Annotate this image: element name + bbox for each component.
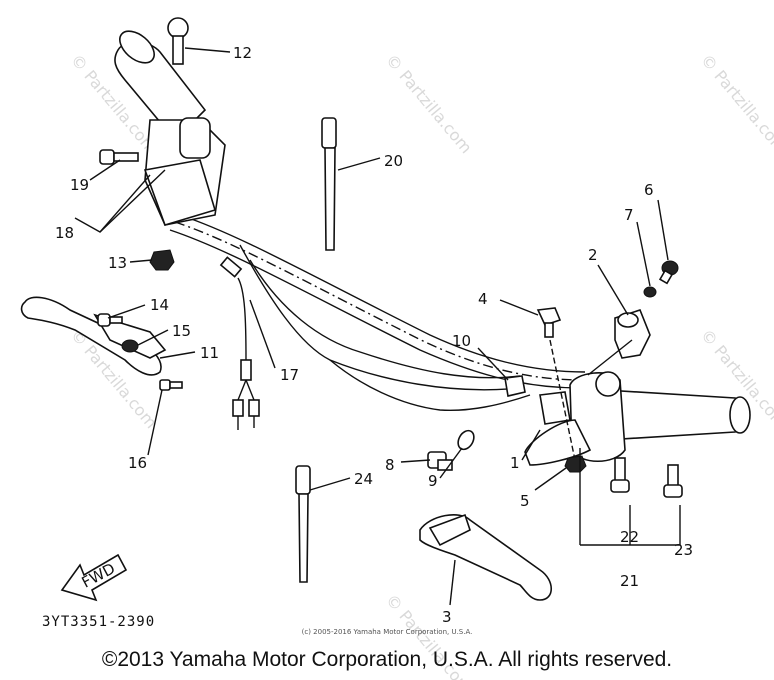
- callout-23: 23: [674, 541, 693, 559]
- main-copyright: ©2013 Yamaha Motor Corporation, U.S.A. A…: [101, 648, 673, 671]
- callout-4: 4: [478, 290, 488, 308]
- callout-8: 8: [385, 456, 395, 474]
- washer-part-9: [457, 429, 475, 451]
- nut-part-15: [121, 339, 139, 353]
- grommet-part-10: [504, 375, 526, 397]
- left-switch-housing: [143, 117, 226, 226]
- screw-part-23: [663, 464, 683, 498]
- callout-16: 16: [128, 454, 147, 472]
- bracket-part-1: [524, 391, 592, 466]
- watermark: © Partzilla.com: [382, 50, 476, 157]
- holder-part-2: [614, 309, 651, 359]
- callout-5: 5: [520, 492, 530, 510]
- bolt-part-4: [536, 307, 576, 461]
- callout-3: 3: [442, 608, 452, 626]
- callout-9: 9: [428, 472, 438, 490]
- left-grip: [114, 30, 207, 142]
- right-grip: [604, 389, 751, 441]
- callout-6: 6: [644, 181, 654, 199]
- nut-part-13: [149, 249, 175, 271]
- callout-10: 10: [452, 332, 471, 350]
- bolt-part-14: [97, 313, 123, 327]
- callout-18: 18: [55, 224, 74, 242]
- wire-lead-part-17: [219, 256, 260, 430]
- callout-20: 20: [384, 152, 403, 170]
- callout-7: 7: [624, 206, 634, 224]
- cable-tie-part-20: [321, 117, 337, 251]
- screw-part-19: [99, 149, 139, 165]
- callout-24: 24: [354, 470, 373, 488]
- washer-part-7: [643, 286, 657, 298]
- callout-14: 14: [150, 296, 169, 314]
- callout-2: 2: [588, 246, 598, 264]
- callout-13: 13: [108, 254, 127, 272]
- screw-part-12: [167, 17, 189, 65]
- callout-12: 12: [233, 44, 252, 62]
- callout-1: 1: [510, 454, 520, 472]
- screw-part-22: [610, 457, 630, 493]
- small-copyright: (c) 2005-2016 Yamaha Motor Corporation, …: [301, 628, 473, 636]
- callout-labels: 12 19 18 13 14 15 11 16 17 20 24 8 9 10 …: [55, 44, 693, 626]
- leader-lines: [74, 47, 681, 606]
- clutch-lever-part-11: [20, 296, 167, 376]
- bolt-part-16: [159, 379, 183, 391]
- callout-19: 19: [70, 176, 89, 194]
- watermark: © Partzilla.com: [697, 50, 774, 157]
- screw-part-6: [658, 260, 679, 285]
- cable-tie-part-24: [295, 465, 311, 583]
- callout-15: 15: [172, 322, 191, 340]
- nut-part-5: [564, 455, 587, 473]
- callout-22: 22: [620, 528, 639, 546]
- callout-21: 21: [620, 572, 639, 590]
- callout-11: 11: [200, 344, 219, 362]
- forward-arrow-icon: FWD: [60, 553, 128, 602]
- part-code: 3YT3351-2390: [42, 614, 156, 630]
- callout-17: 17: [280, 366, 299, 384]
- brake-lever-part-3: [419, 513, 553, 601]
